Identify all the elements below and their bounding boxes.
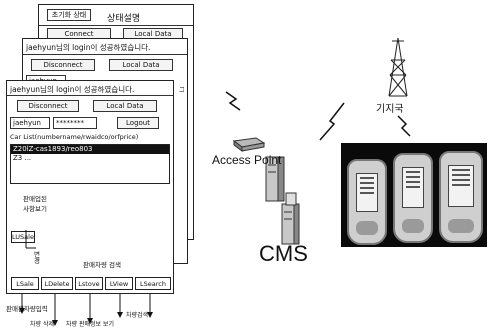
tab-init-state[interactable]: 초기화 상태 — [47, 9, 91, 21]
login-status: jaehyun님의 login이 성공하였습니다. — [26, 42, 184, 53]
pda-device-3 — [439, 151, 483, 243]
wireless-link-ap-tower — [320, 103, 344, 140]
label-base-station: 기지국 — [376, 100, 404, 115]
wireless-link-pda-ap — [226, 92, 240, 110]
annotation-search: 판매차량 검색 — [83, 259, 121, 269]
car-list[interactable]: Z20lZ-cas1893/reo803 Z3 ... — [10, 144, 170, 184]
local-data-button[interactable]: Local Data — [109, 59, 173, 71]
annotation-vertical: 변경 — [31, 251, 41, 264]
label-car-sale-info-view: 차량 판매정보 보기 — [66, 319, 114, 328]
pda-device-2 — [393, 153, 433, 243]
disconnect-button[interactable]: Disconnect — [31, 59, 95, 71]
side-note: 그런 — [179, 85, 184, 95]
label-car-delete: 차량 삭제 — [30, 319, 54, 328]
toolbar-lstove[interactable]: Lstove — [75, 277, 103, 290]
logout-button[interactable]: Logout — [117, 117, 159, 129]
pda-screen-front: jaehyun님의 login이 성공하였습니다. Disconnect Loc… — [6, 80, 174, 294]
pda-device-1 — [347, 159, 387, 245]
pda-devices-photo — [341, 143, 487, 247]
lusale-button[interactable]: LUSale — [11, 231, 35, 243]
user-id-field[interactable]: jaehyun — [10, 117, 50, 129]
disconnect-button[interactable]: Disconnect — [17, 100, 79, 112]
login-status: jaehyun님의 login이 성공하였습니다. — [10, 84, 170, 95]
toolbar-lview[interactable]: LView — [105, 277, 133, 290]
tab-state-desc: 상태설명 — [107, 11, 190, 24]
label-cms: CMS — [259, 241, 308, 267]
label-car-search: 차량검색 — [126, 310, 148, 319]
label-sold-car-input: 판매된차량입력 — [6, 303, 48, 313]
wireless-link-tower-pda — [398, 116, 410, 136]
car-list-label: Car List(numbername/rwaidco/orfprice) — [10, 133, 170, 141]
local-data-button[interactable]: Local Data — [93, 100, 157, 112]
annotation-sold-view-2: 사항보기 — [23, 203, 47, 213]
divider — [39, 25, 193, 26]
base-station-icon — [389, 38, 407, 96]
label-access-point: Access Point — [212, 153, 281, 167]
cms-server-icon — [266, 157, 299, 244]
divider — [7, 95, 173, 96]
toolbar-lsale[interactable]: LSale — [11, 277, 39, 290]
password-field[interactable]: ******** — [53, 117, 97, 129]
divider — [23, 54, 187, 55]
toolbar-lsearch[interactable]: LSearch — [135, 277, 171, 290]
access-point-icon — [234, 138, 264, 151]
toolbar-ldelete[interactable]: LDelete — [41, 277, 73, 290]
list-item-selected[interactable]: Z20lZ-cas1893/reo803 — [11, 145, 169, 154]
annotation-sold-view-1: 판매업된 — [23, 193, 47, 203]
list-item[interactable]: Z3 ... — [11, 154, 169, 163]
